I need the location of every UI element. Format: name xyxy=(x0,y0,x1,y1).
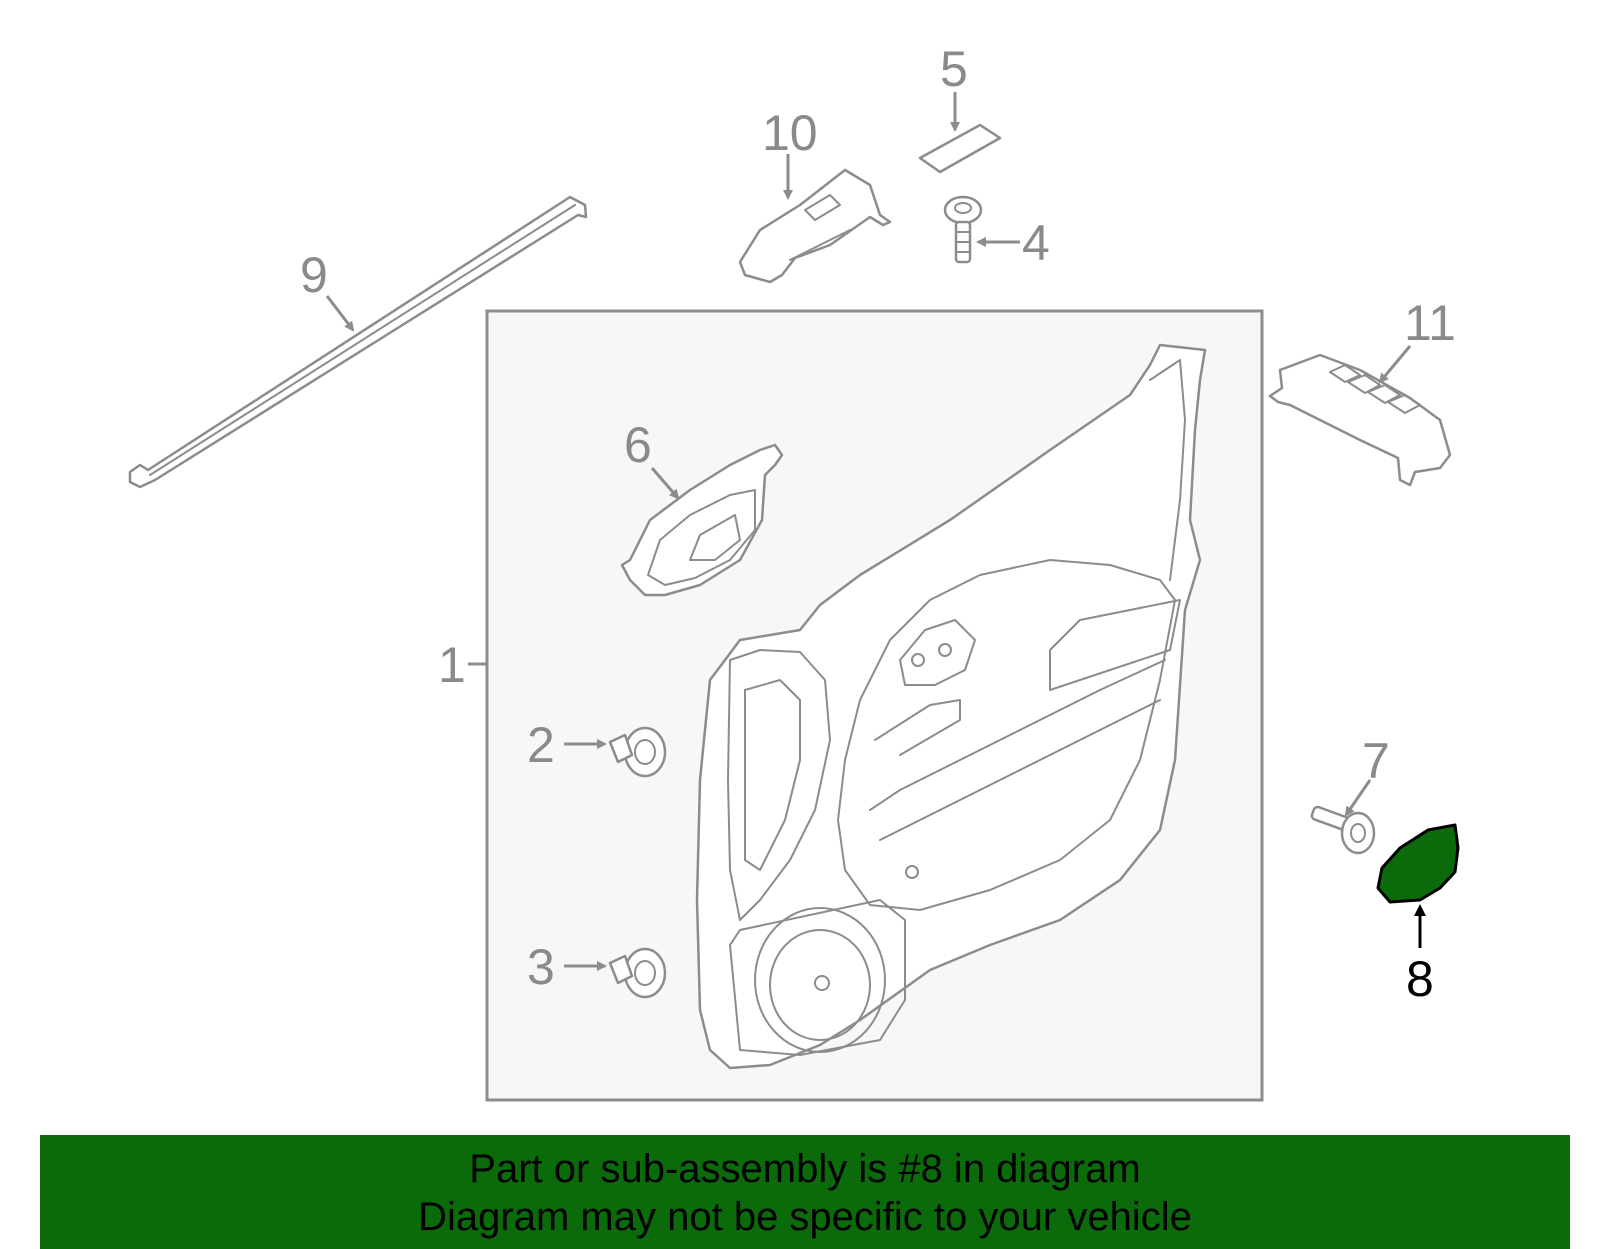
callout-2: 2 xyxy=(527,717,555,773)
screw-7 xyxy=(1310,805,1376,855)
callout-3: 3 xyxy=(527,939,555,995)
callout-6: 6 xyxy=(624,417,652,473)
callout-9: 9 xyxy=(300,247,328,303)
power-window-switch xyxy=(1268,353,1452,487)
screw xyxy=(943,195,983,264)
callout-7: 7 xyxy=(1362,733,1390,789)
callout-8: 8 xyxy=(1406,951,1434,1007)
callout-4: 4 xyxy=(1022,215,1050,271)
callout-1: 1 xyxy=(438,637,466,693)
callout-10: 10 xyxy=(762,105,818,161)
leader-7 xyxy=(1344,779,1372,817)
clip-2 xyxy=(608,726,667,778)
highlighted-part-8 xyxy=(1376,823,1460,904)
info-banner: Part or sub-assembly is #8 in diagram Di… xyxy=(40,1135,1570,1249)
inside-door-handle xyxy=(620,443,784,597)
banner-line-2: Diagram may not be specific to your vehi… xyxy=(418,1195,1192,1239)
belt-molding xyxy=(128,195,588,489)
callout-11: 11 xyxy=(1404,295,1456,351)
switch-bezel xyxy=(738,168,892,284)
pad xyxy=(918,123,1002,174)
door-trim-panel xyxy=(695,343,1207,1070)
banner-line-1: Part or sub-assembly is #8 in diagram xyxy=(469,1147,1141,1191)
callout-5: 5 xyxy=(940,41,968,97)
leader-9 xyxy=(325,295,355,332)
leader-6 xyxy=(650,467,680,500)
clip-3 xyxy=(608,947,667,999)
leader-11 xyxy=(1378,345,1412,384)
